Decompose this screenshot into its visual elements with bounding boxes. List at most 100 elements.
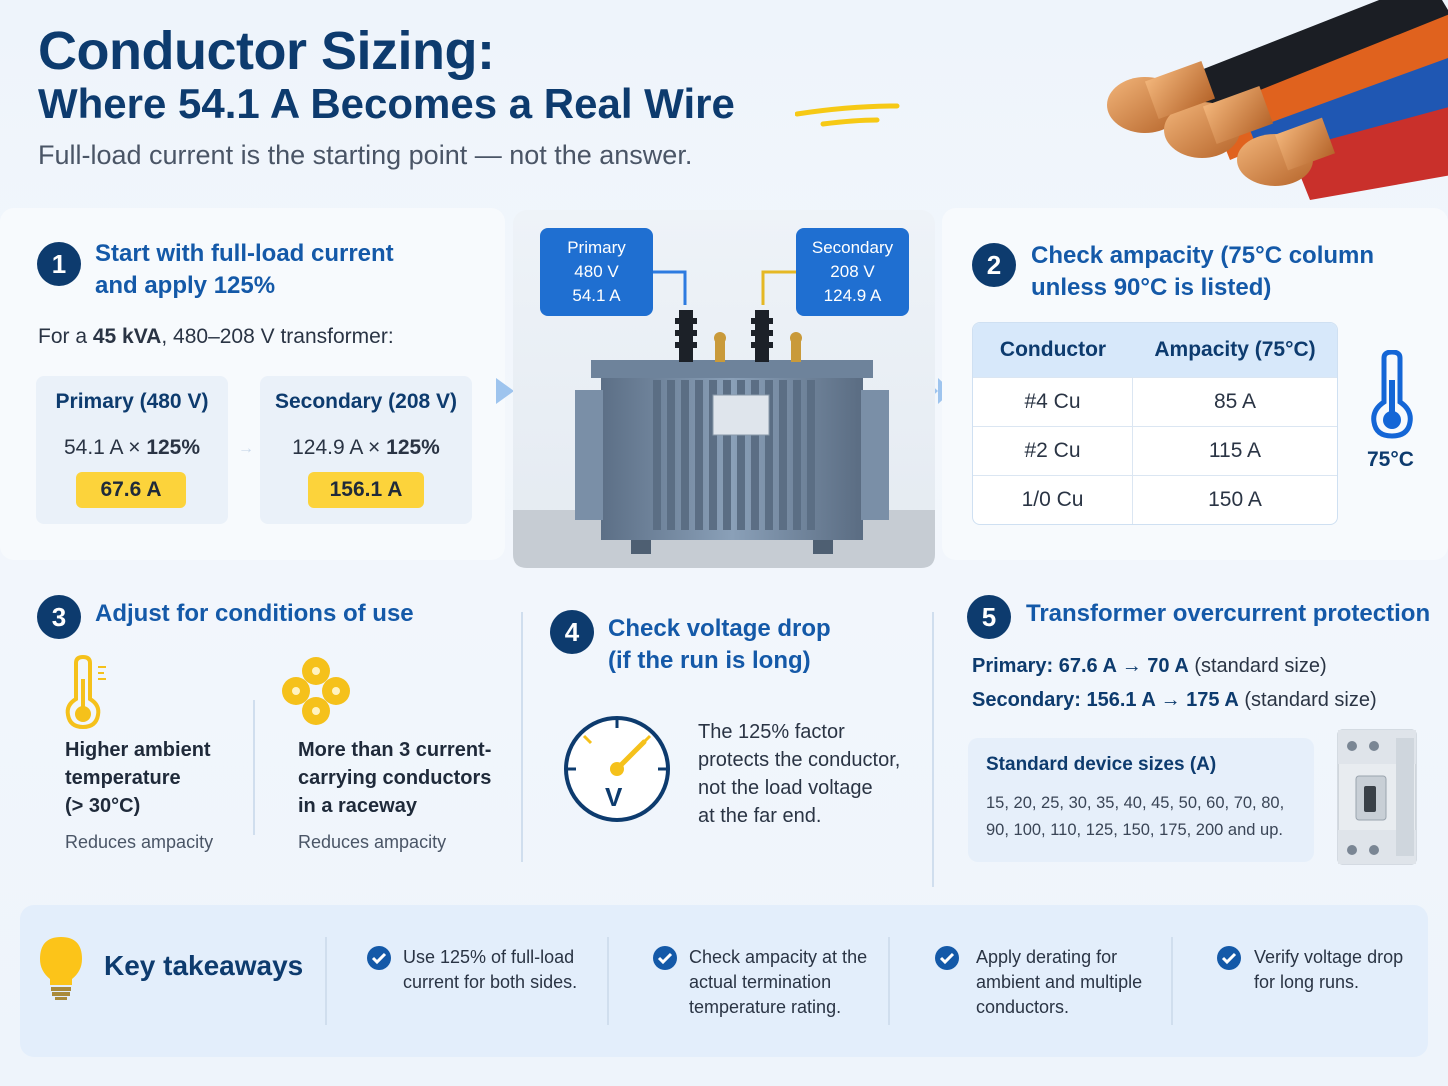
arrow-icon: → (238, 440, 254, 457)
secondary-callout-voltage: 208 V (830, 262, 875, 281)
primary-calc-base: 54.1 A × (63, 436, 147, 459)
temperature-label: 75°C (1367, 448, 1414, 471)
condition-ambient-line3: (> 30°C) (65, 795, 141, 817)
table-cell-conductor: 1/0 Cu (973, 476, 1133, 524)
step1-title: Start with full-load current and apply 1… (95, 238, 394, 302)
takeaway-line: Use 125% of full-load (403, 947, 575, 967)
takeaway-item: Verify voltage drop for long runs. (1254, 945, 1403, 995)
primary-calc-expression: 54.1 A × 125% (36, 436, 228, 460)
primary-ocpd-line: Primary: 67.6 A → 70 A (standard size) (972, 655, 1327, 678)
standard-sizes-title: Standard device sizes (A) (986, 754, 1217, 775)
step1-title-line1: Start with full-load current (95, 240, 394, 267)
check-circle-icon (1217, 946, 1241, 970)
primary-callout-current: 54.1 A (572, 286, 621, 305)
takeaway-item: Use 125% of full-load current for both s… (403, 945, 577, 995)
table-cell-conductor: #4 Cu (973, 378, 1133, 426)
takeaway-item: Apply derating for ambient and multiple … (976, 945, 1142, 1020)
takeaway-line: temperature rating. (689, 997, 842, 1017)
secondary-result-pill: 156.1 A (308, 472, 424, 508)
table-row: 1/0 Cu 150 A (973, 475, 1337, 524)
step1-intro: For a 45 kVA, 480–208 V transformer: (38, 325, 394, 349)
divider (521, 612, 523, 862)
secondary-ocpd-note: (standard size) (1238, 689, 1377, 711)
table-header-ampacity: Ampacity (75°C) (1154, 338, 1316, 361)
condition-raceway-note: Reduces ampacity (298, 832, 447, 852)
intro-suffix: , 480–208 V transformer: (161, 325, 394, 348)
table-header-row: Conductor Ampacity (75°C) (973, 323, 1337, 377)
divider (325, 937, 327, 1025)
takeaway-line: Apply derating for (976, 947, 1118, 967)
condition-raceway-line2: carrying conductors (298, 767, 492, 789)
takeaway-line: current for both sides. (403, 972, 578, 992)
voltmeter-icon (564, 716, 670, 822)
table-row: #2 Cu 115 A (973, 426, 1337, 475)
step4-body-line: The 125% factor (698, 721, 845, 743)
primary-callout: Primary 480 V 54.1 A (540, 228, 653, 316)
condition-raceway-title: More than 3 current- carrying conductors… (298, 736, 491, 820)
divider (932, 612, 934, 887)
step4-body: The 125% factor protects the conductor, … (698, 718, 900, 830)
voltmeter-label: V (605, 782, 623, 812)
primary-callout-label: Primary (567, 238, 626, 257)
table-cell-ampacity: 150 A (1208, 488, 1262, 511)
takeaway-line: Verify voltage drop (1254, 947, 1404, 967)
play-arrow-icon (496, 378, 514, 404)
condition-ambient-note: Reduces ampacity (65, 832, 214, 852)
key-takeaways-panel: Key takeaways Use 125% of full-load curr… (20, 905, 1428, 1057)
high-temperature-icon (65, 655, 106, 729)
table-cell-ampacity: 85 A (1213, 390, 1257, 413)
step4-title-line2: (if the run is long) (608, 647, 811, 674)
step2-title-line1: Check ampacity (75°C column (1031, 242, 1375, 269)
table-row: #4 Cu 85 A (973, 377, 1337, 426)
divider (253, 700, 255, 835)
ampacity-table: Conductor Ampacity (75°C) #4 Cu 85 A #2 … (972, 322, 1338, 525)
circuit-breaker-image (1337, 729, 1417, 865)
step4-title: Check voltage drop (if the run is long) (608, 613, 831, 677)
divider (607, 937, 609, 1025)
primary-calc-factor: 125% (146, 436, 201, 459)
bundled-conductors-icon (282, 657, 350, 725)
secondary-calc-heading: Secondary (208 V) (274, 390, 458, 413)
yellow-underline-decoration (795, 103, 900, 127)
step1-title-line2: and apply 125% (95, 272, 276, 299)
secondary-calc-box: Secondary (208 V) 124.9 A × 125% 156.1 A (260, 376, 472, 524)
step3-number-badge: 3 (37, 595, 81, 639)
step4-body-line: not the load voltage (698, 777, 873, 799)
step3-title: Adjust for conditions of use (95, 600, 414, 627)
takeaway-line: ambient and multiple (976, 972, 1143, 992)
step4-body-line: protects the conductor, (698, 749, 901, 771)
secondary-calc-base: 124.9 A × (292, 436, 387, 459)
page-title: Conductor Sizing: (38, 21, 495, 81)
step2-number-badge: 2 (972, 243, 1016, 287)
step4-body-line: at the far end. (698, 805, 822, 827)
table-cell-ampacity: 115 A (1208, 439, 1262, 462)
page-subtitle: Where 54.1 A Becomes a Real Wire (38, 80, 735, 127)
primary-result-pill: 67.6 A (76, 472, 186, 508)
step4-title-line1: Check voltage drop (608, 615, 831, 642)
check-circle-icon (653, 946, 677, 970)
table-cell-conductor: #2 Cu (973, 427, 1133, 475)
primary-ocpd-note: (standard size) (1188, 655, 1327, 677)
step2-title: Check ampacity (75°C column unless 90°C … (1031, 240, 1374, 304)
check-circle-icon (935, 946, 959, 970)
takeaway-line: actual termination (689, 972, 832, 992)
condition-raceway-line3: in a raceway (298, 795, 417, 817)
divider (1171, 937, 1173, 1025)
secondary-ocpd-value: Secondary: 156.1 A → 175 A (972, 689, 1239, 711)
step2-title-line2: unless 90°C is listed) (1031, 274, 1272, 301)
standard-sizes-line2: 90, 100, 110, 125, 150, 175, 200 and up. (986, 821, 1283, 839)
primary-ocpd-value: Primary: 67.6 A → 70 A (972, 655, 1189, 677)
lightbulb-icon (40, 937, 82, 1000)
secondary-ocpd-line: Secondary: 156.1 A → 175 A (standard siz… (972, 689, 1377, 712)
thermometer-icon (1371, 350, 1413, 439)
step5-title: Transformer overcurrent protection (1026, 600, 1431, 627)
takeaway-line: Check ampacity at the (689, 947, 868, 967)
condition-ambient-line1: Higher ambient (65, 739, 211, 761)
intro-kva: 45 kVA (92, 325, 162, 348)
secondary-callout-label: Secondary (811, 238, 894, 257)
takeaway-line: conductors. (976, 997, 1070, 1017)
primary-calc-box: Primary (480 V) 54.1 A × 125% 67.6 A (36, 376, 228, 524)
secondary-calc-expression: 124.9 A × 125% (260, 436, 472, 460)
condition-ambient-line2: temperature (65, 767, 181, 789)
table-header-conductor: Conductor (999, 338, 1107, 361)
